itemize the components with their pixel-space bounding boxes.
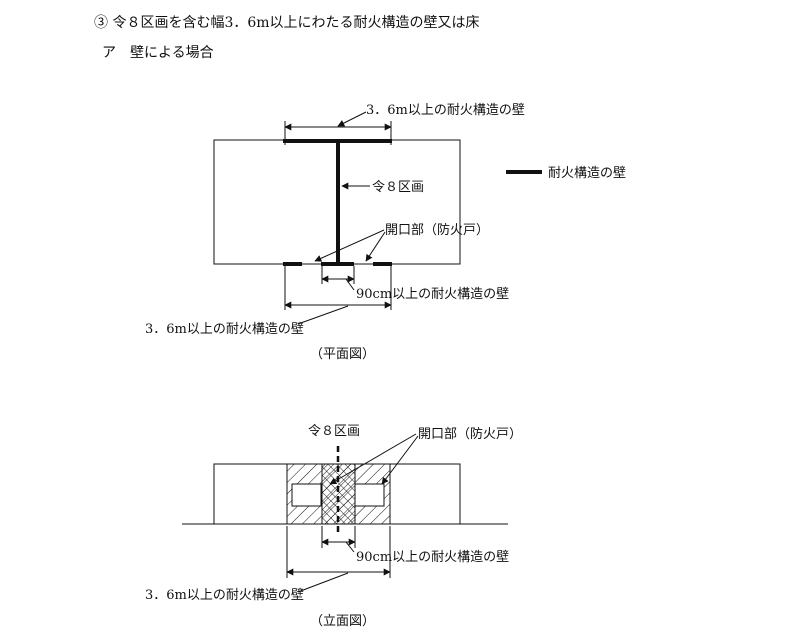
elevation-partition-label: 令８区画 [308,424,360,439]
plan-bottom-leader [297,305,349,325]
section-title: ③ 令８区画を含む幅3．6m以上にわたる耐火構造の壁又は床 [94,15,480,31]
plan-opening-leader-right [365,231,386,262]
elevation-small-dimension-label: 90cm以上の耐火構造の壁 [356,550,509,565]
elevation-opening-leader-left [329,433,417,485]
plan-top-dimension-label: 3．6m以上の耐火構造の壁 [366,103,525,118]
plan-opening-label: 開口部（防火戸） [385,222,489,238]
elevation-opening-left [291,483,322,507]
plan-small-leader [345,278,355,291]
legend-label: 耐火構造の壁 [548,166,626,181]
elevation-opening-leader-right [381,435,419,485]
plan-partition-label: 令８区画 [372,180,424,195]
plan-small-dimension-label: 90cm以上の耐火構造の壁 [356,287,509,302]
plan-top-leader [337,111,367,127]
elevation-bottom-dimension-label: 3．6m以上の耐火構造の壁 [145,588,304,603]
plan-bottom-dimension-label: 3．6m以上の耐火構造の壁 [145,322,304,337]
elevation-bottom-leader [297,572,349,593]
elevation-opening-label: 開口部（防火戸） [418,426,522,442]
plan-view: 3．6m以上の耐火構造の壁 令８区画 開口部（防火戸） 90cm以上の耐火構造の… [145,103,525,362]
elevation-caption: （立面図） [310,614,375,629]
elevation-opening-right [354,483,385,507]
plan-opening-leader-left [314,229,385,262]
elevation-small-leader [345,541,355,553]
elevation-partition-zone [321,463,356,525]
legend: 耐火構造の壁 [506,166,626,181]
elevation-view: 令８区画 開口部（防火戸） 90cm以上の耐火構造の壁 3．6m以上の耐火構造の… [145,424,522,629]
plan-caption: （平面図） [310,347,375,362]
section-subtitle: ア 壁による場合 [102,45,214,61]
